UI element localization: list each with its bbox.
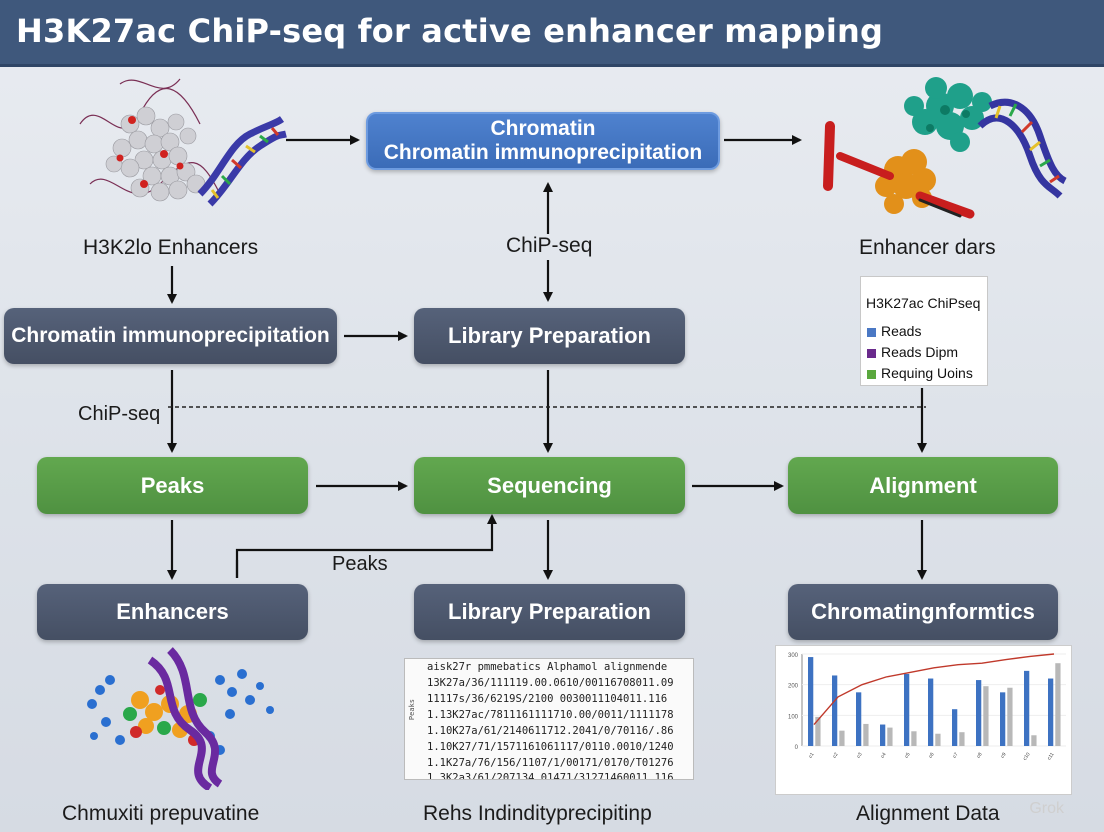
legend-item-requing-uoins: Requing Uoins [867,365,973,381]
table-header: aisk27r pmmebatics Alphamol alignmende [427,661,668,673]
caption-bottom-center: Rehs Indindityprecipitinp [423,802,652,825]
title-bar: H3K27ac ChiP-seq for active enhancer map… [0,0,1104,67]
table-row: 1.10K27a/61/2140611712.2041/0/70116/.86 [427,725,674,737]
dna-complex-illustration [87,647,274,790]
chart-bar [976,680,982,746]
chart-bar [880,724,886,746]
x-tick-label: c9 [1000,752,1008,760]
legend-swatch [867,348,876,358]
legend-swatch [867,369,876,379]
table-row: 1.1K27a/76/156/1107/1/00171/0170/T01276 [427,757,674,769]
chart-bar [1055,663,1061,746]
x-tick-label: c3 [856,752,864,760]
chart-bar [1048,678,1054,746]
enhancer-protein-illustration [823,77,1067,219]
table-row: 11117s/36/6219S/2100 0030011104011.116 [427,693,668,705]
label-chipseq-center: ChiP-seq [506,234,593,257]
chart-bar [928,678,934,746]
chart-bar [904,673,910,746]
chart-bar [1024,670,1030,746]
x-tick-label: c8 [976,752,984,760]
y-tick-label: 300 [788,653,799,659]
watermark: Grok [1029,800,1064,817]
chart-bar [887,727,893,746]
label-chipseq-left: ChiP-seq [78,403,161,425]
chart-bar [983,686,989,746]
label-h3k27-enhancers: H3K2lo Enhancers [83,236,259,259]
table-side-label: Peaks [408,699,416,721]
alignment-data-table: Peaks aisk27r pmmebatics Alphamol alignm… [404,658,694,780]
table-row: 13K27a/36/111119.00.0610/00116708011.09 [427,677,674,689]
table-row: 1.13K27ac/7811161111710.00/0011/1111178 [427,709,674,721]
chart-bar [959,732,965,746]
h3k27ac-nucleosome-illustration [79,78,287,207]
chart-bar [952,709,958,746]
legend-item-reads: Reads [867,323,921,339]
box-library-preparation-1: Library Preparation [414,308,685,364]
chart-bar [832,675,838,746]
trend-line [813,653,1055,725]
box-chromatin-ip: Chromatin immunoprecipitation [4,308,337,364]
label-enhancer-dars: Enhancer dars [859,236,996,259]
label-peaks-feedback: Peaks [332,553,388,575]
chart-bar [808,657,814,746]
box-chromatin-ip-top: Chromatin Chromatin immunoprecipitation [366,112,720,170]
box-peaks: Peaks [37,457,308,514]
table-row: 1.10K27/71/1571161061117/0110.0010/1240 [427,741,674,753]
legend-title: H3K27ac ChiPseq [866,295,981,311]
y-tick-label: 200 [788,684,799,690]
caption-bottom-left: Chmuxiti prepuvatine [62,802,260,825]
chart-bar [1007,687,1013,746]
x-tick-label: c5 [904,752,912,760]
box-alignment: Alignment [788,457,1058,514]
chart-bar [815,716,821,746]
chart-bar [1031,735,1037,746]
legend: H3K27ac ChiPseq Reads Reads Dipm Requing… [860,276,988,386]
box-enhancers: Enhancers [37,584,308,640]
x-tick-label: c4 [880,752,888,760]
x-tick-label: c7 [952,752,960,760]
x-tick-label: c2 [832,752,840,760]
legend-item-reads-dipm: Reads Dipm [867,344,958,360]
chart-svg: 0 100 200 300 c1 c2 c3 c4 c5 c6 c7 c8 c9 c10 c11 [788,653,1066,762]
chart-bar [911,731,917,746]
legend-swatch [867,327,876,337]
box-sequencing: Sequencing [414,457,685,514]
x-tick-label: c11 [1046,752,1055,762]
box-chromatin-informatics: Chromatingnformtics [788,584,1058,640]
alignment-bar-chart: 0 100 200 300 c1 c2 c3 c4 c5 c6 c7 c8 c9 c10 c11 [775,645,1072,795]
table-row: 1.3K2a3/61/207134.01471/31271460011.116 [427,772,674,780]
x-tick-label: c10 [1022,752,1032,762]
box-library-preparation-2: Library Preparation [414,584,685,640]
x-tick-label: c6 [928,752,936,760]
chart-bar [935,733,941,746]
caption-bottom-right: Alignment Data [856,802,1000,825]
y-tick-label: 100 [788,714,799,720]
page-title: H3K27ac ChiP-seq for active enhancer map… [16,12,884,50]
chart-bar [856,692,862,746]
x-tick-label: c1 [808,752,816,760]
y-tick-label: 0 [795,745,799,751]
chart-bar [1000,692,1006,746]
chart-bar [863,723,869,746]
chart-bar [839,730,845,746]
